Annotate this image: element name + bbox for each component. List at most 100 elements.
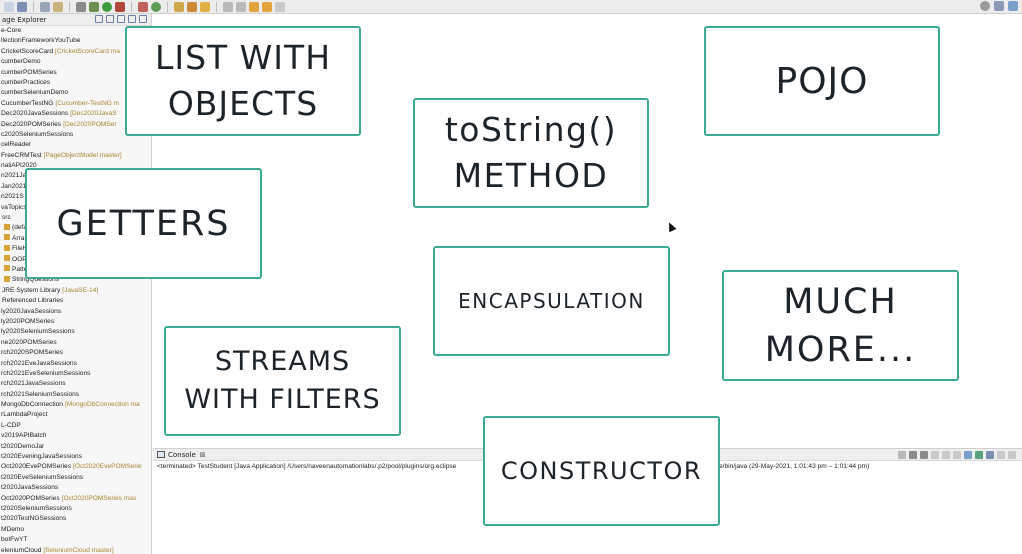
project-tree-item-label: Patte — [12, 265, 28, 273]
link-with-editor-icon[interactable] — [106, 15, 114, 23]
project-tree-item[interactable]: eleniumCloud[SeleniumCloud master] — [0, 546, 151, 554]
project-tree-item[interactable]: ly2020JavaSessions — [0, 307, 151, 317]
remove-launch-icon[interactable] — [909, 451, 917, 459]
project-tree-item-branch: [SeleniumCloud master] — [43, 546, 114, 554]
open-console-icon[interactable] — [986, 451, 994, 459]
project-tree-item-label: MongoDbConnection — [1, 401, 63, 409]
collapse-all-icon[interactable] — [95, 15, 103, 23]
maximize-icon[interactable] — [139, 15, 147, 23]
project-tree-item[interactable]: t2020EveSeleniumSessions — [0, 473, 151, 483]
project-tree-item[interactable]: t2020EveningJavaSessions — [0, 452, 151, 462]
project-tree-item[interactable]: n2021Ja — [0, 171, 151, 181]
scroll-lock-icon[interactable] — [942, 451, 950, 459]
project-tree-item[interactable]: CricketScoreCard[CricketScoreCard ma — [0, 47, 151, 57]
project-tree-item[interactable]: rch2021SeleniumSessions — [0, 390, 151, 400]
project-tree-item[interactable]: Oct2020EvePOMSeries[Oct2020EvePOMSerie — [0, 462, 151, 472]
pin-console-icon[interactable] — [964, 451, 972, 459]
project-tree-item[interactable]: c2020SeleniumSessions — [0, 130, 151, 140]
view-menu-icon[interactable] — [117, 15, 125, 23]
project-tree-item[interactable]: OOP — [0, 255, 151, 265]
perspective-icon[interactable] — [994, 1, 1004, 11]
project-tree-item[interactable]: Arra — [0, 234, 151, 244]
project-tree-item[interactable]: ne2020POMSeries — [0, 338, 151, 348]
project-tree-item[interactable]: JRE System Library[JavaSE-14] — [0, 286, 151, 296]
new-java-project-icon[interactable] — [138, 1, 148, 12]
project-tree-item-label: Referenced Libraries — [2, 297, 64, 305]
project-tree-item[interactable]: rLambdaProject — [0, 410, 151, 420]
display-console-icon[interactable] — [975, 451, 983, 459]
project-tree-item[interactable]: cumberSeleniumDemo — [0, 88, 151, 98]
project-tree-item[interactable]: botFwYT — [0, 535, 151, 545]
project-tree-item-label: Dec2020POMSeries — [1, 120, 62, 128]
terminate-icon[interactable] — [898, 451, 906, 459]
debug-icon[interactable] — [89, 1, 99, 12]
project-tree-item[interactable]: Referenced Libraries — [0, 296, 151, 306]
project-tree-item[interactable]: t2020DemoJar — [0, 442, 151, 452]
project-tree-item[interactable]: Patte — [0, 265, 151, 275]
project-tree-item[interactable]: (defa — [0, 223, 151, 233]
project-tree-item[interactable]: t2020SeleniumSessions — [0, 504, 151, 514]
java-perspective-icon[interactable] — [1008, 1, 1018, 11]
minimize-icon[interactable] — [997, 451, 1005, 459]
project-tree-item[interactable]: FileH — [0, 244, 151, 254]
project-tree-item[interactable]: t2020TestNGSessions — [0, 514, 151, 524]
search-tool-icon[interactable] — [187, 1, 197, 12]
print-icon[interactable] — [40, 1, 50, 12]
last-edit-icon[interactable] — [249, 1, 259, 12]
project-tree-item[interactable]: cumberPractices — [0, 78, 151, 88]
project-tree-item[interactable]: MDemo — [0, 525, 151, 535]
project-tree-item[interactable]: ly2020POMSeries — [0, 317, 151, 327]
project-tree-item[interactable]: celReader — [0, 140, 151, 150]
project-tree-item[interactable]: src — [0, 213, 151, 223]
project-tree-item[interactable]: FreeCRMTest[PageObjectModel master] — [0, 151, 151, 161]
project-tree-item[interactable]: CucumberTestNG[Cucumber-TestNG m — [0, 99, 151, 109]
project-tree-item[interactable]: rch2021EveJavaSessions — [0, 359, 151, 369]
card-tostring-method: toString() METHOD — [413, 98, 649, 208]
project-tree-item[interactable]: llectionFrameworkYouTube — [0, 36, 151, 46]
project-tree-item[interactable]: Oct2020POMSeries[Oct2020POMSeries mas — [0, 494, 151, 504]
project-tree-item[interactable]: rch2020SPOMSeries — [0, 348, 151, 358]
open-type-icon[interactable] — [174, 1, 184, 12]
project-tree-item[interactable]: t2020JavaSessions — [0, 483, 151, 493]
build-icon[interactable] — [53, 1, 63, 12]
project-tree-item[interactable]: rch2021EveSeleniumSessions — [0, 369, 151, 379]
close-icon[interactable]: ⊠ — [199, 450, 206, 459]
prev-annotation-icon[interactable] — [236, 1, 246, 12]
new-class-icon[interactable] — [151, 1, 161, 12]
project-tree-item[interactable]: vaTopics — [0, 203, 151, 213]
forward-icon[interactable] — [275, 1, 285, 12]
project-tree-item[interactable]: ly2020SeleniumSessions — [0, 327, 151, 337]
annotation-icon[interactable] — [200, 1, 210, 12]
settings-icon[interactable] — [76, 1, 86, 12]
run-icon[interactable] — [102, 1, 112, 12]
project-tree-item[interactable]: n2021S — [0, 192, 151, 202]
remove-all-icon[interactable] — [920, 451, 928, 459]
package-explorer-header: age Explorer — [0, 14, 151, 26]
tab-console[interactable]: Console — [168, 450, 196, 459]
project-tree-item[interactable]: naliAPI2020 — [0, 161, 151, 171]
minimize-icon[interactable] — [128, 15, 136, 23]
back-icon[interactable] — [262, 1, 272, 12]
next-annotation-icon[interactable] — [223, 1, 233, 12]
project-tree-item[interactable]: cumberDemo — [0, 57, 151, 67]
project-tree-item[interactable]: Dec2020POMSeries[Dec2020POMSer — [0, 120, 151, 130]
clear-console-icon[interactable] — [931, 451, 939, 459]
save-icon[interactable] — [17, 1, 27, 12]
project-tree-item[interactable]: v2019APIBatch — [0, 431, 151, 441]
search-icon[interactable] — [980, 1, 990, 11]
project-tree-item[interactable]: e-Core — [0, 26, 151, 36]
project-tree-item[interactable]: cumberPOMSeries — [0, 68, 151, 78]
card-constructor: CONSTRUCTOR — [483, 416, 720, 526]
maximize-icon[interactable] — [1008, 451, 1016, 459]
project-tree-item-label: eleniumCloud — [1, 546, 42, 554]
project-tree-item[interactable]: rch2021JavaSessions — [0, 379, 151, 389]
new-file-icon[interactable] — [4, 1, 14, 12]
project-tree-item[interactable]: Jan2021 — [0, 182, 151, 192]
project-tree-item[interactable]: StringQuestions — [0, 275, 151, 285]
word-wrap-icon[interactable] — [953, 451, 961, 459]
project-tree-item-label: v2019APIBatch — [1, 432, 47, 440]
external-tools-icon[interactable] — [115, 1, 125, 12]
project-tree-item[interactable]: Dec2020JavaSessions[Dec2020JavaS — [0, 109, 151, 119]
project-tree-item[interactable]: MongoDbConnection[MongoDbConnection ma — [0, 400, 151, 410]
project-tree-item[interactable]: L-CDP — [0, 421, 151, 431]
